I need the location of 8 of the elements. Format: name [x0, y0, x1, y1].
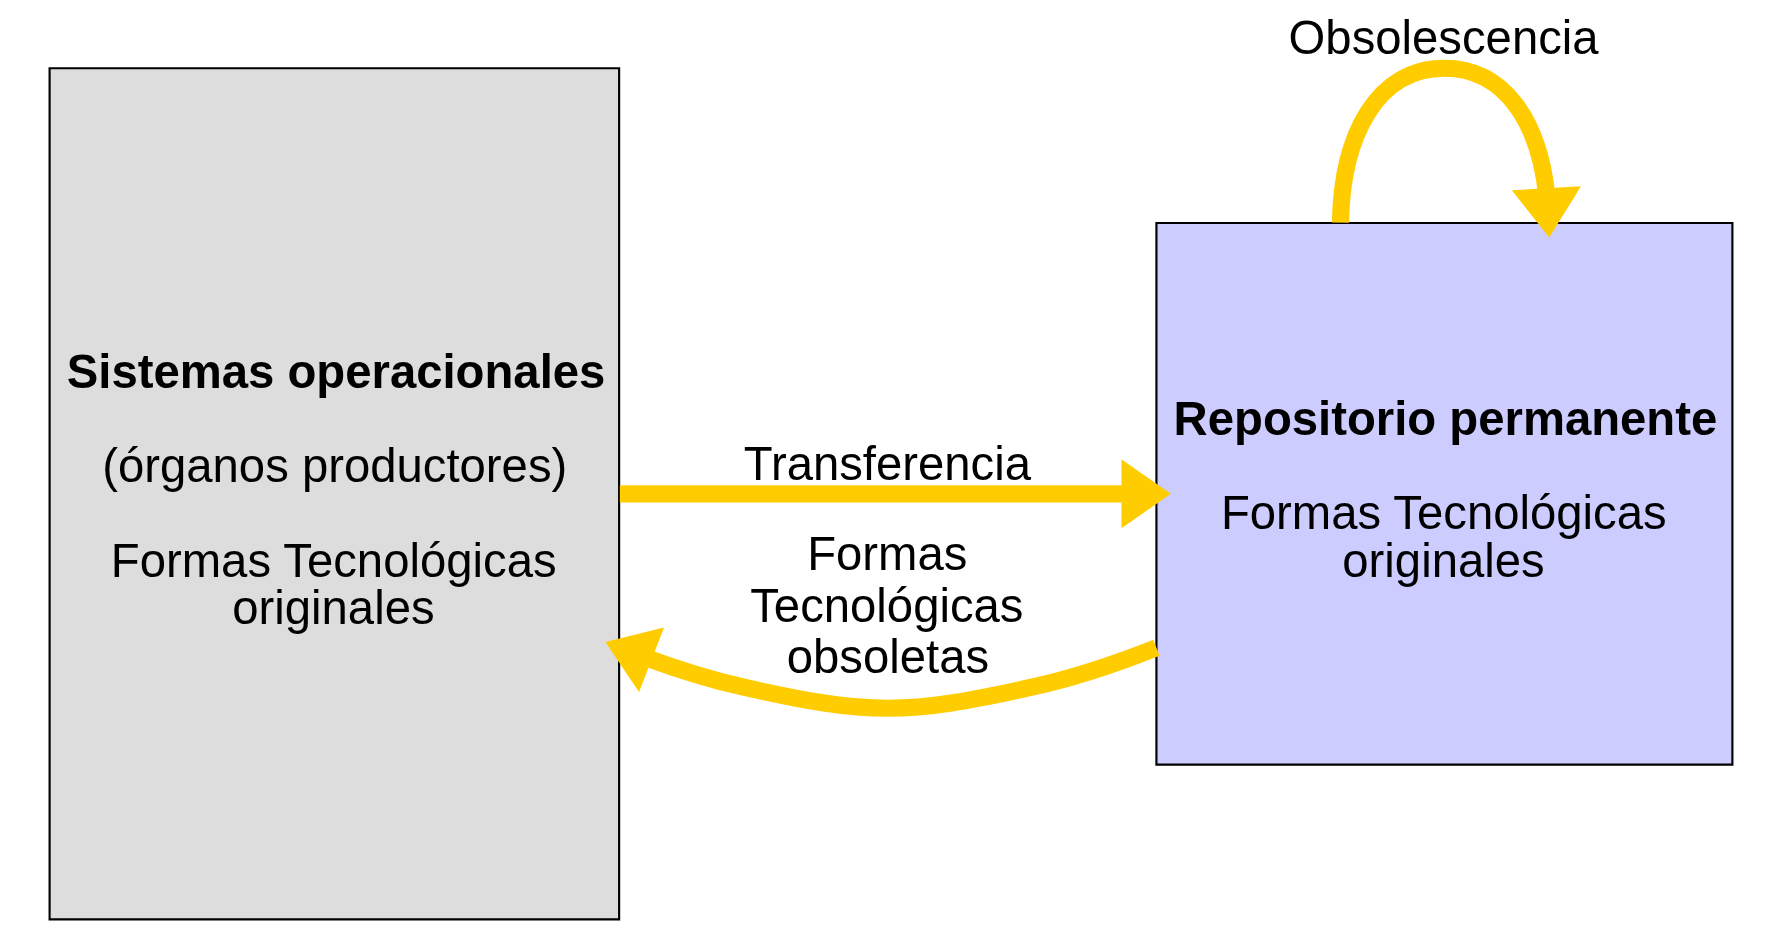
node-box: Repositorio permanente Formas Tecnológicas originales: [1155, 221, 1734, 766]
node-box: Sistemas operacionales (órganos productores) Formas Tecnológicas originales: [48, 67, 621, 921]
arrow: [619, 459, 1171, 529]
arrow: [1331, 59, 1581, 238]
edge-label: Transferencia: [743, 437, 1031, 491]
edge-label: Obsolescencia: [1288, 11, 1599, 65]
edge-label: Formas Tecnológicas obsoletas: [750, 527, 1024, 684]
arrow: [605, 627, 1160, 717]
